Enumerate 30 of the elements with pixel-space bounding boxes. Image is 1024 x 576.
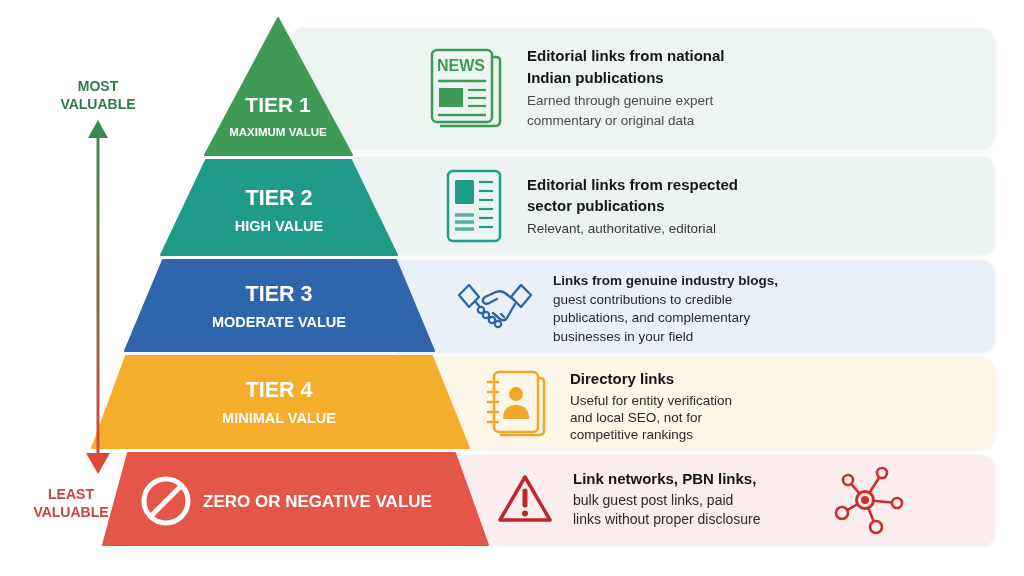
- pyramid-tier: [160, 159, 398, 256]
- panel-heading: Editorial links from national Indian publications: [527, 46, 726, 88]
- panel-heading: Editorial links from respected sector publications: [527, 175, 739, 216]
- direction-label: MOST VALUABLE: [59, 76, 137, 114]
- pyramid-tier: [124, 259, 435, 352]
- tier-value-label: MAXIMUM VALUE: [229, 126, 327, 140]
- icon-text: NEWS: [436, 55, 486, 76]
- tier-panel: [352, 157, 995, 255]
- direction-label: LEAST VALUABLE: [32, 484, 110, 522]
- tier-title: TIER 2: [245, 185, 313, 211]
- pyramid-tier: [91, 355, 470, 449]
- tier-title: ZERO OR NEGATIVE VALUE: [203, 492, 432, 512]
- panel-heading: Directory links: [570, 369, 675, 389]
- panel-heading: Link networks, PBN links,: [573, 469, 757, 489]
- tier-panel: [433, 357, 995, 449]
- tier-title: TIER 1: [245, 92, 311, 118]
- tier-panel: [455, 455, 995, 546]
- panel-description: Useful for entity verification and local SEO, not for competitive rankings: [570, 392, 734, 443]
- tier-title: TIER 3: [245, 281, 313, 307]
- tier-value-label: MINIMAL VALUE: [222, 409, 336, 427]
- panel-description: bulk guest post links, paid links without proper disclosure: [573, 491, 762, 529]
- tier-value-label: MODERATE VALUE: [212, 313, 346, 331]
- tier-value-label: HIGH VALUE: [234, 217, 324, 235]
- panel-description: Relevant, authoritative, editorial: [527, 220, 717, 238]
- tier-title: TIER 4: [245, 377, 313, 403]
- panel-description: Earned through genuine expert commentary or original data: [527, 92, 715, 130]
- pyramid-tier: [204, 17, 353, 156]
- panel-heading: Links from genuine industry blogs,: [553, 272, 779, 290]
- tier-panel: [397, 260, 995, 353]
- panel-description: guest contributions to credible publications, and complementary businesses in your field: [553, 290, 752, 346]
